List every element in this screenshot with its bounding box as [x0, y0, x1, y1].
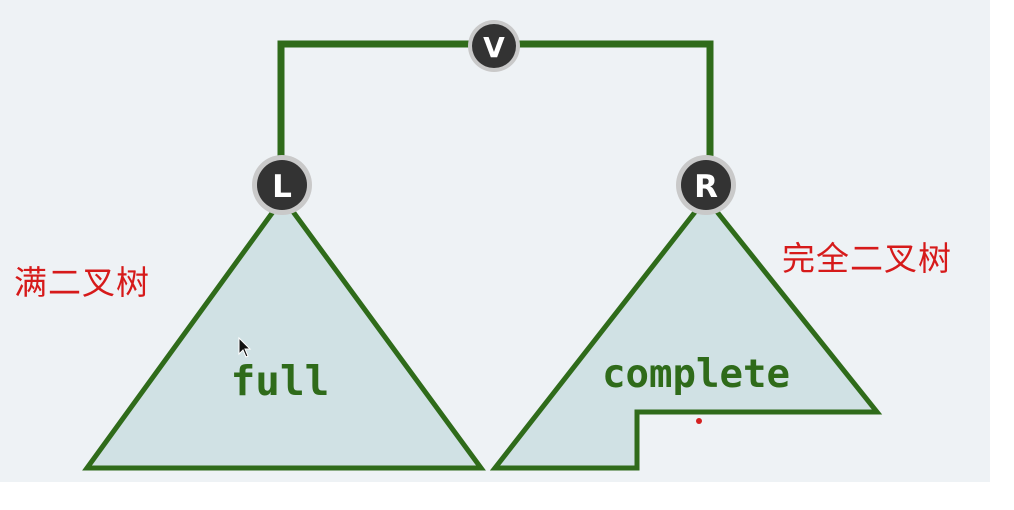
left-node: L	[252, 155, 312, 215]
red-dot-marker	[696, 418, 702, 424]
complete-subtree-label: complete	[602, 352, 790, 397]
mouse-cursor-icon	[238, 336, 252, 358]
root-node-label: V	[483, 31, 505, 64]
full-subtree-label: full	[231, 357, 330, 405]
binary-tree-diagram: full complete V L R	[82, 20, 883, 471]
right-node-label: R	[694, 169, 718, 205]
full-binary-tree-caption: 满二叉树	[14, 263, 150, 302]
root-node: V	[468, 20, 520, 72]
complete-subtree-shape	[489, 193, 883, 471]
complete-binary-tree-caption: 完全二叉树	[782, 239, 952, 278]
right-node: R	[676, 155, 736, 215]
slide-background: full complete V L R 满二叉树 完全二叉树	[0, 0, 990, 482]
left-node-label: L	[272, 169, 292, 205]
full-subtree-triangle	[82, 193, 486, 471]
